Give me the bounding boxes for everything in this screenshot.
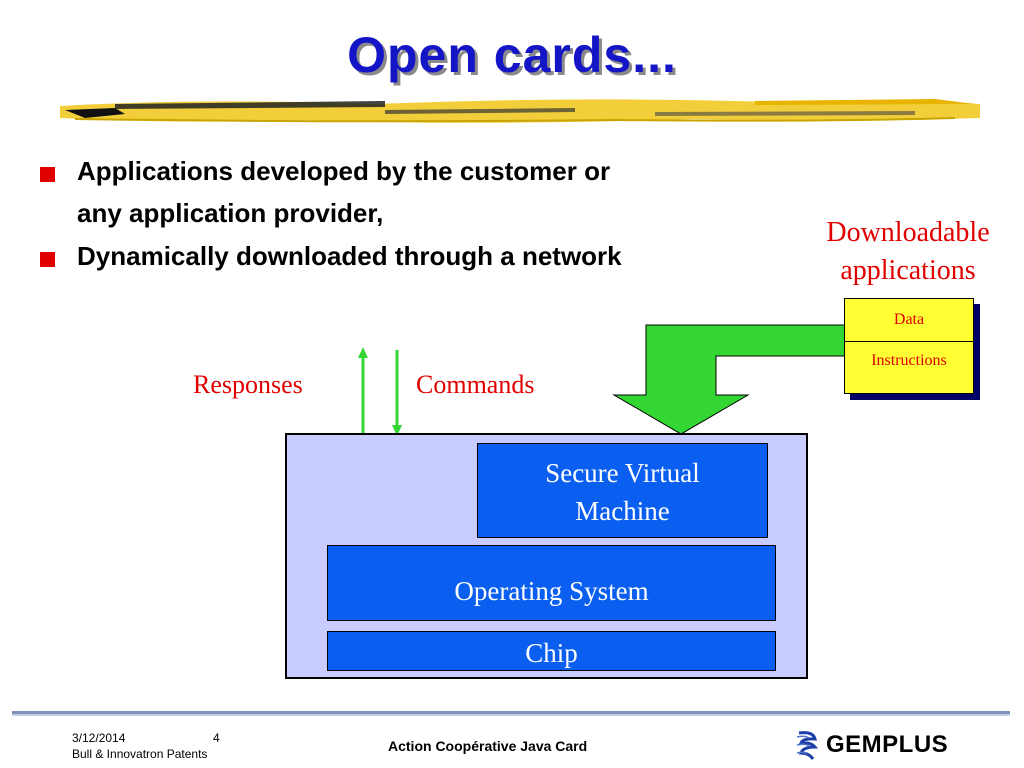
bullet-text-line: Dynamically downloaded through a network [77,241,622,271]
bullet-marker [40,167,55,182]
operating-system-layer: Operating System [327,545,776,621]
gemplus-logo-text: GEMPLUS [826,731,949,758]
svm-label-line: Secure Virtual [545,458,700,488]
bullet-text-line: any application provider, [77,198,384,228]
footer-organization: Bull & Innovatron Patents [72,747,208,761]
downloadable-applications-label: Downloadable applications [800,214,1016,290]
downloadable-app-box: Data Instructions [844,298,974,394]
gemplus-logo-icon [796,731,819,760]
bullet-text-line: Applications developed by the customer o… [77,156,611,186]
chip-layer: Chip [327,631,776,671]
footer-divider [12,711,1010,716]
bullet-marker [40,252,55,267]
title-brush-underline [60,99,980,123]
responses-label: Responses [193,370,303,399]
secure-virtual-machine-layer: Secure Virtual Machine [477,443,768,538]
footer-page-number: 4 [213,731,220,745]
svm-label-line: Machine [575,496,670,526]
commands-label: Commands [416,370,535,399]
downloadable-label-line: applications [840,255,976,286]
commands-arrowhead [392,425,402,436]
downloadable-label-line: Downloadable [826,217,990,248]
download-arrow [612,324,847,435]
app-instructions-cell: Instructions [871,352,947,369]
footer-date: 3/12/2014 [72,731,126,745]
responses-arrowhead [358,347,368,358]
app-data-cell: Data [845,299,973,342]
slide-title: Open cards... [347,27,677,83]
footer-center-text: Action Coopérative Java Card [388,738,588,754]
